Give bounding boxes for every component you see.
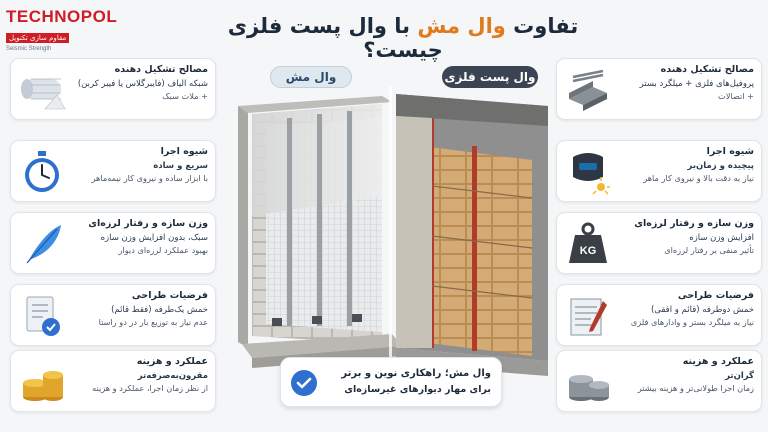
mesh-card-title: شیوه اجرا	[160, 146, 208, 157]
post-card-line1: خمش دوطرفه (قائم و افقی)	[650, 305, 754, 315]
mesh-card-line1: سبک، بدون افزایش وزن سازه	[100, 233, 208, 243]
logo-tagline: Seismic Strength	[6, 46, 52, 52]
post-card-line1: افزایش وزن سازه	[689, 233, 754, 243]
document-check-icon	[26, 296, 60, 336]
post-card-cost: عملکرد و هزینه گران‌تر زمان اجرا طولانی‌…	[556, 350, 762, 412]
banner-line2: برای مهار دیوارهای غیرسازه‌ای	[344, 384, 491, 395]
post-card-execution: شیوه اجرا پیچیده و زمان‌بر نیاز به دقت ب…	[556, 140, 762, 202]
welder-icon	[573, 153, 610, 195]
mesh-card-line2: عدم نیاز به توزیع بار در دو راستا	[98, 317, 208, 327]
post-card-line1: گران‌تر	[725, 371, 754, 381]
kg-weight-icon: KG	[569, 222, 607, 263]
mesh-card-design: فرضیات طراحی خمش یک‌طرفه (فقط قائم) عدم …	[10, 284, 216, 346]
mesh-card-materials: مصالح تشکیل دهنده شبکه الیاف (فایبرگلاس …	[10, 58, 216, 120]
post-card-line2: + اتصالات	[718, 91, 754, 101]
mesh-card-line1: شبکه الیاف (فایبرگلاس یا فیبر کربن)	[77, 79, 208, 89]
check-badge-icon	[291, 370, 317, 396]
stopwatch-icon	[25, 151, 59, 192]
post-card-title: وزن سازه و رفتار لرزه‌ای	[634, 218, 754, 229]
post-card-line2: نیاز به دقت بالا و نیروی کار ماهر	[643, 173, 754, 183]
silver-coins-icon	[569, 375, 609, 401]
post-card-weight: KG وزن سازه و رفتار لرزه‌ای افزایش وزن س…	[556, 212, 762, 274]
post-card-line2: تأثیر منفی بر رفتار لرزه‌ای	[664, 245, 754, 255]
post-card-title: شیوه اجرا	[706, 146, 754, 157]
mesh-card-title: عملکرد و هزینه	[136, 356, 208, 367]
mesh-card-line2: با ابزار ساده و نیروی کار نیمه‌ماهر	[91, 173, 209, 183]
title-accent: وال مش	[417, 14, 506, 38]
post-card-design: فرضیات طراحی خمش دوطرفه (قائم و افقی) نی…	[556, 284, 762, 346]
post-card-line2: نیاز به میلگرد بستر و وادارهای فلزی	[630, 317, 754, 327]
title-after: با وال پست فلزی چیست؟	[227, 14, 443, 62]
gold-coins-icon	[23, 371, 63, 401]
steel-profile-icon	[569, 69, 607, 111]
mesh-wall	[238, 96, 402, 368]
conclusion-banner: وال مش؛ راهکاری نوین و برتر برای مهار دی…	[280, 357, 502, 407]
mesh-card-execution: شیوه اجرا سریع و ساده با ابزار ساده و نی…	[10, 140, 216, 202]
logo-subtitle: مقاوم سازی تکنوپل	[6, 33, 70, 43]
post-card-title: مصالح تشکیل دهنده	[660, 64, 754, 75]
mesh-card-cost: عملکرد و هزینه مقرون‌به‌صرفه‌تر از نظر ز…	[10, 350, 216, 412]
logo-wordmark: TECHNOPOL	[6, 7, 118, 26]
mesh-card-title: مصالح تشکیل دهنده	[114, 64, 208, 75]
mesh-card-title: فرضیات طراحی	[131, 290, 208, 301]
mesh-header: وال مش	[270, 66, 352, 88]
post-card-line2: زمان اجرا طولانی‌تر و هزینه بیشتر	[637, 383, 754, 393]
title-before: تفاوت	[513, 14, 579, 38]
post-card-title: فرضیات طراحی	[677, 290, 754, 301]
logo: TECHNOPOL مقاوم سازی تکنوپل Seismic Stre…	[6, 8, 136, 52]
post-card-line1: پیچیده و زمان‌بر	[687, 161, 754, 171]
blueprint-icon	[570, 298, 607, 336]
feather-icon	[26, 225, 61, 264]
mesh-card-title: وزن سازه و رفتار لرزه‌ای	[88, 218, 208, 229]
post-header: وال پست فلزی	[442, 66, 538, 88]
kg-label: KG	[580, 245, 597, 257]
illustration-divider	[389, 86, 392, 376]
post-card-line1: پروفیل‌های فلزی + میلگرد بستر	[639, 79, 754, 89]
post-card-title: عملکرد و هزینه	[682, 356, 754, 367]
mesh-card-line1: مقرون‌به‌صرفه‌تر	[137, 371, 208, 381]
page-title: تفاوت وال مش با وال پست فلزی چیست؟	[188, 14, 618, 62]
mesh-card-weight: وزن سازه و رفتار لرزه‌ای سبک، بدون افزای…	[10, 212, 216, 274]
mesh-card-line2: بهبود عملکرد لرزه‌ای دیوار	[118, 245, 208, 255]
banner-line1: وال مش؛ راهکاری نوین و برتر	[341, 368, 491, 379]
post-card-materials: مصالح تشکیل دهنده پروفیل‌های فلزی + میلگ…	[556, 58, 762, 120]
wall-comparison-illustration	[238, 86, 548, 376]
mesh-roll-icon	[21, 78, 66, 110]
mesh-card-line2: + ملات سبک	[162, 91, 208, 101]
mesh-card-line1: خمش یک‌طرفه (فقط قائم)	[111, 305, 208, 315]
mesh-card-line1: سریع و ساده	[153, 161, 208, 171]
steel-post-wall	[396, 94, 548, 376]
mesh-card-line2: از نظر زمان اجرا، عملکرد و هزینه	[92, 383, 208, 393]
